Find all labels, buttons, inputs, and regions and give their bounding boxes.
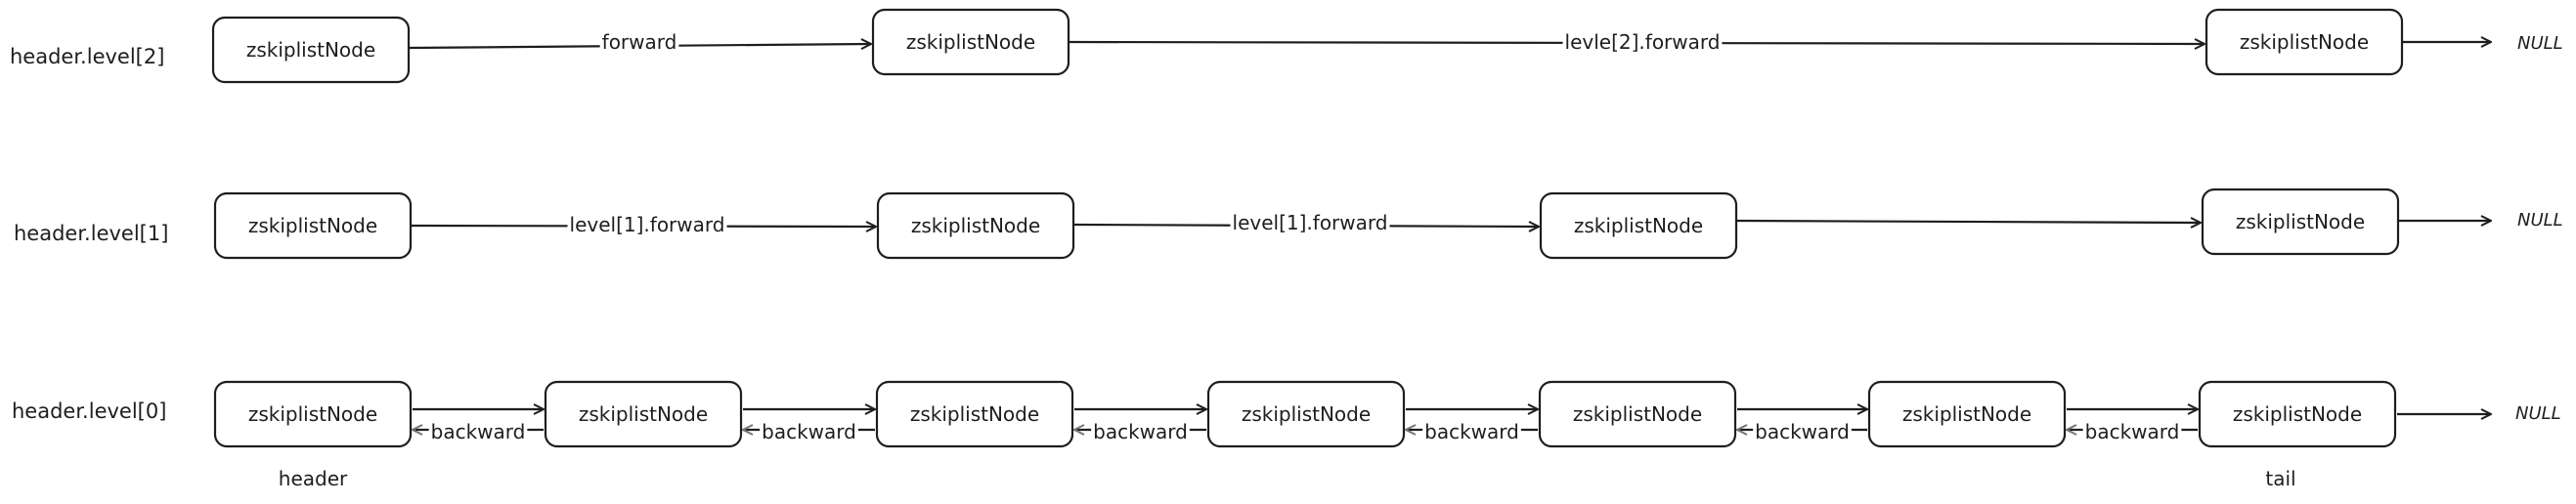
node-box bbox=[2198, 380, 2397, 448]
level0-backward-label-4: backward bbox=[1755, 420, 1850, 443]
level1-forward-label-1-bg bbox=[1230, 211, 1390, 234]
node-box bbox=[1206, 380, 1406, 448]
node-box bbox=[876, 191, 1075, 260]
level0-backward-label-1-bg bbox=[760, 420, 858, 443]
level1-forward-arrow-2 bbox=[1735, 221, 2201, 223]
level2-null-label: NULL bbox=[2517, 33, 2563, 54]
level2-node-2: zskiplistNode bbox=[2205, 8, 2404, 76]
level2-forward-label-0-bg bbox=[599, 30, 679, 54]
level0-node-4: zskiplistNode bbox=[1538, 380, 1737, 448]
level0-backward-label-3: backward bbox=[1424, 420, 1519, 443]
level0-node-0: zskiplistNode bbox=[213, 380, 413, 448]
level0-backward-label-2: backward bbox=[1093, 420, 1188, 443]
level0-backward-label-0: backward bbox=[431, 420, 526, 443]
level1-null-label: NULL bbox=[2517, 210, 2563, 231]
level0-backward-label-5-bg bbox=[2082, 420, 2182, 443]
level1-node-3: zskiplistNode bbox=[2201, 188, 2400, 256]
node-label: zskiplistNode bbox=[246, 38, 375, 62]
level2-node-header: zskiplistNode bbox=[211, 16, 411, 84]
level0-node-2: zskiplistNode bbox=[875, 380, 1074, 448]
node-box bbox=[1538, 380, 1737, 448]
node-label: zskiplistNode bbox=[2233, 402, 2362, 426]
level0-null-label: NULL bbox=[2515, 403, 2561, 424]
node-box bbox=[1539, 191, 1738, 260]
level0-backward-label-4-bg bbox=[1753, 420, 1852, 443]
level0-backward-label-0-bg bbox=[428, 420, 528, 443]
level1-forward-label-1: level[1].forward bbox=[1233, 211, 1388, 234]
node-label: zskiplistNode bbox=[579, 402, 708, 426]
node-label: zskiplistNode bbox=[906, 30, 1035, 54]
node-box bbox=[211, 16, 411, 84]
node-label: zskiplistNode bbox=[2240, 30, 2369, 54]
node-label: zskiplistNode bbox=[910, 402, 1039, 426]
node-label: zskiplistNode bbox=[248, 214, 377, 237]
node-box bbox=[2201, 188, 2400, 256]
level2-forward-label-0: forward bbox=[602, 30, 677, 54]
tail-pointer-label: tail bbox=[2265, 467, 2295, 490]
node-label: zskiplistNode bbox=[1574, 214, 1703, 237]
header-pointer-label: header bbox=[279, 467, 348, 490]
level0-backward-label-3-bg bbox=[1422, 420, 1521, 443]
level0-node-6: zskiplistNode bbox=[2198, 380, 2397, 448]
node-label: zskiplistNode bbox=[2236, 210, 2365, 233]
row-label-level-2: header.level[2] bbox=[10, 45, 164, 68]
level0-node-5: zskiplistNode bbox=[1867, 380, 2067, 448]
row-label-level-0: header.level[0] bbox=[12, 399, 166, 423]
level0-backward-label-1: backward bbox=[762, 420, 856, 443]
node-box bbox=[213, 380, 413, 448]
nodes-layer: zskiplistNode zskiplistNode zskiplistNode z… bbox=[211, 8, 2404, 448]
node-label: zskiplistNode bbox=[911, 214, 1040, 237]
level1-node-2: zskiplistNode bbox=[1539, 191, 1738, 260]
level1-forward-label-0: level[1].forward bbox=[570, 213, 725, 236]
level2-forward-label-1: levle[2].forward bbox=[1565, 30, 1721, 54]
node-box bbox=[1867, 380, 2067, 448]
node-box bbox=[2205, 8, 2404, 76]
level1-node-1: zskiplistNode bbox=[876, 191, 1075, 260]
node-box bbox=[544, 380, 743, 448]
node-label: zskiplistNode bbox=[1573, 402, 1702, 426]
node-box bbox=[875, 380, 1074, 448]
node-box bbox=[871, 8, 1070, 76]
level1-node-header: zskiplistNode bbox=[213, 191, 413, 260]
level0-backward-label-2-bg bbox=[1091, 420, 1190, 443]
level0-backward-label-5: backward bbox=[2085, 420, 2180, 443]
node-label: zskiplistNode bbox=[248, 402, 377, 426]
level2-forward-label-1-bg bbox=[1562, 30, 1723, 54]
row-label-level-1: header.level[1] bbox=[14, 222, 168, 245]
node-box bbox=[213, 191, 413, 260]
level2-node-1: zskiplistNode bbox=[871, 8, 1070, 76]
level1-forward-label-0-bg bbox=[567, 213, 727, 236]
level0-node-3: zskiplistNode bbox=[1206, 380, 1406, 448]
node-label: zskiplistNode bbox=[1242, 402, 1371, 426]
node-label: zskiplistNode bbox=[1902, 402, 2031, 426]
level0-node-1: zskiplistNode bbox=[544, 380, 743, 448]
